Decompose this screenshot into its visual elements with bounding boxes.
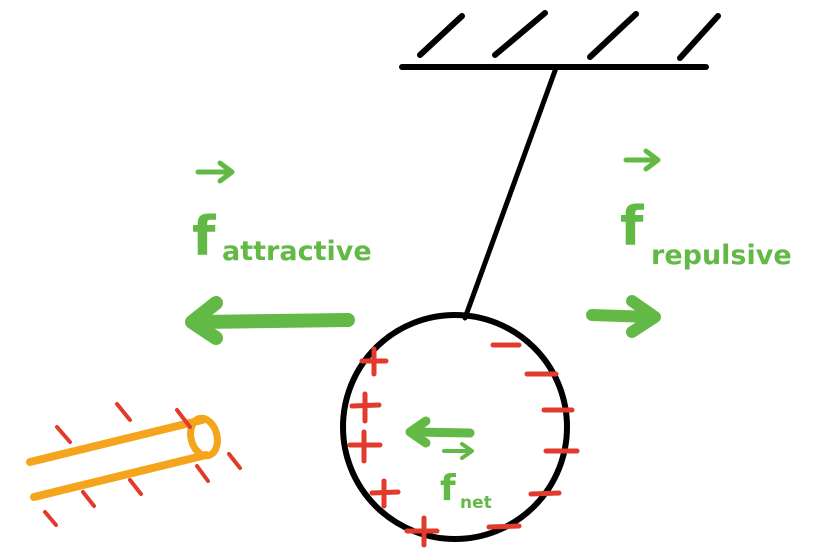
vector-arrow-icon [623, 148, 661, 172]
repulsive-force-symbol: f [620, 195, 644, 258]
rod-charge-marks [43, 402, 242, 527]
negative-charges [486, 342, 580, 530]
plus-charge [369, 478, 401, 509]
net-force-symbol: f [440, 468, 456, 509]
vector-arrow-icon [195, 160, 235, 184]
net-force-arrow [405, 416, 475, 448]
minus-charge [528, 490, 562, 497]
attractive-force-label: f attractive [192, 160, 372, 268]
plus-charge [347, 429, 383, 464]
vector-arrow-icon [442, 442, 474, 460]
plus-charge [359, 346, 389, 377]
charged-rod [26, 414, 221, 501]
attractive-force-subscript: attractive [222, 236, 372, 267]
net-force-subscript: net [460, 493, 492, 513]
minus-charge [486, 523, 522, 530]
attractive-force-arrow [185, 296, 355, 345]
net-force-label: f net [440, 442, 492, 513]
attractive-force-symbol: f [192, 205, 216, 268]
plus-charge [349, 391, 382, 424]
repulsive-force-label: f repulsive [620, 148, 792, 271]
repulsive-force-arrow [586, 295, 661, 338]
repulsive-force-subscript: repulsive [651, 240, 792, 271]
positive-charges [347, 346, 440, 548]
pendulum-sphere [340, 312, 570, 542]
pendulum-string [462, 65, 559, 321]
plus-charge [404, 515, 440, 548]
ceiling-support [399, 10, 721, 70]
